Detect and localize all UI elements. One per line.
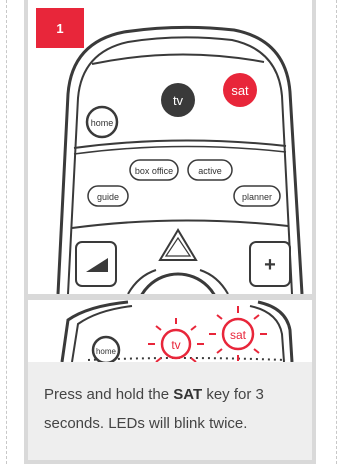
tv-blink-rays-icon [148,318,204,362]
remote-illustration: home tv sat box office active guide plan… [28,6,312,294]
remote-inner-outline [67,36,293,294]
zoom-tv-led: tv [148,318,204,362]
instruction-text: Press and hold the SAT key for 3 seconds… [44,380,300,438]
zoom-home-label: home [96,347,117,356]
channel-plus-button[interactable]: + [249,241,291,287]
active-button[interactable]: active [187,159,233,181]
zoom-sat-label: sat [230,328,247,342]
step-number-badge: 1 [36,8,84,48]
left-cut-line [6,0,7,464]
guide-label: guide [97,192,119,202]
instruction-text-after: key for 3 seconds. LEDs will blink twice… [44,386,264,432]
panel-divider [28,294,312,300]
box-office-label: box office [135,166,173,176]
zoom-home-button: home [91,335,121,362]
step-number: 1 [56,20,64,36]
box-office-button[interactable]: box office [129,159,179,181]
guide-button[interactable]: guide [87,185,129,207]
instruction-text-before: Press and hold the [44,386,174,403]
active-label: active [198,166,222,176]
planner-button[interactable]: planner [233,185,281,207]
right-cut-line [336,0,337,464]
channel-plus-label: + [264,254,276,276]
sat-button[interactable]: sat [223,73,257,107]
nav-up-button[interactable] [158,228,198,261]
tv-button[interactable]: tv [161,83,195,117]
zoom-sat-led: sat [209,306,267,361]
home-button[interactable]: home [85,105,119,139]
nav-ring [140,272,216,294]
tv-button-label: tv [173,93,184,108]
zoom-tv-label: tv [171,338,180,352]
led-blink-illustration: home tv sat [28,300,312,362]
planner-label: planner [242,192,272,202]
sat-blink-rays-icon [209,306,267,361]
volume-button[interactable] [75,241,117,287]
instruction-caption: Press and hold the SAT key for 3 seconds… [28,362,312,460]
sat-button-label: sat [231,83,249,98]
volume-icon [86,258,108,272]
sat-key-name: SAT [173,386,203,403]
home-button-label: home [91,118,114,128]
